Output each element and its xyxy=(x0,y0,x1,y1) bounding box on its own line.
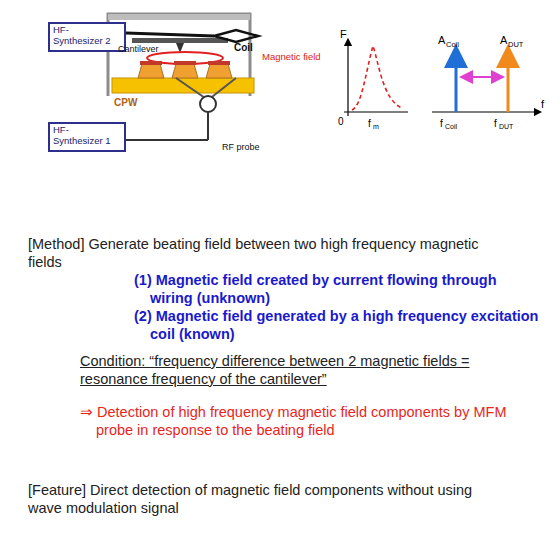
part-name: RF probe xyxy=(222,142,260,153)
feature-text: [Feature] Direct detection of magnetic f… xyxy=(28,482,498,517)
part-name: Coil xyxy=(234,42,253,54)
axis-subscript: DUT xyxy=(499,123,513,132)
axis-label: A xyxy=(500,34,507,47)
synthesizer-box: HF- Synthesizer 1 xyxy=(48,122,126,152)
method-item: (2) Magnetic field generated by a high f… xyxy=(134,308,542,343)
part-name: CPW xyxy=(114,97,137,109)
resonance-graph xyxy=(344,42,408,116)
part-name: Magnetic field xyxy=(262,51,321,63)
axis-label: f xyxy=(368,118,371,130)
axis-label: f xyxy=(541,98,544,111)
condition-text: Condition: “frequency difference between… xyxy=(80,353,526,388)
axis-subscript: DUT xyxy=(508,40,523,49)
axis-subscript: Coil xyxy=(445,123,457,132)
method-item: (1) Magnetic field created by current fl… xyxy=(134,272,542,307)
axis-label: f xyxy=(494,118,497,130)
box-text: HF- Synthesizer 2 xyxy=(53,25,121,47)
rf-probe xyxy=(126,78,236,140)
axis-subscript: Coil xyxy=(446,40,459,49)
axis-label: F xyxy=(340,28,347,41)
axis-label: f xyxy=(440,118,443,130)
axis-label: 0 xyxy=(338,116,344,128)
box-text: HF- Synthesizer 1 xyxy=(53,125,121,147)
result-text: ⇒ Detection of high frequency magnetic f… xyxy=(80,404,536,439)
coil xyxy=(126,30,258,42)
spectrum-graph xyxy=(432,56,538,112)
axis-label: A xyxy=(438,34,445,47)
cpw xyxy=(112,61,254,93)
synthesizer-box: HF- Synthesizer 2 xyxy=(48,22,126,52)
method-text: [Method] Generate beating field between … xyxy=(28,236,480,271)
part-name: Cantilever xyxy=(118,44,159,55)
axis-subscript: m xyxy=(373,123,379,132)
